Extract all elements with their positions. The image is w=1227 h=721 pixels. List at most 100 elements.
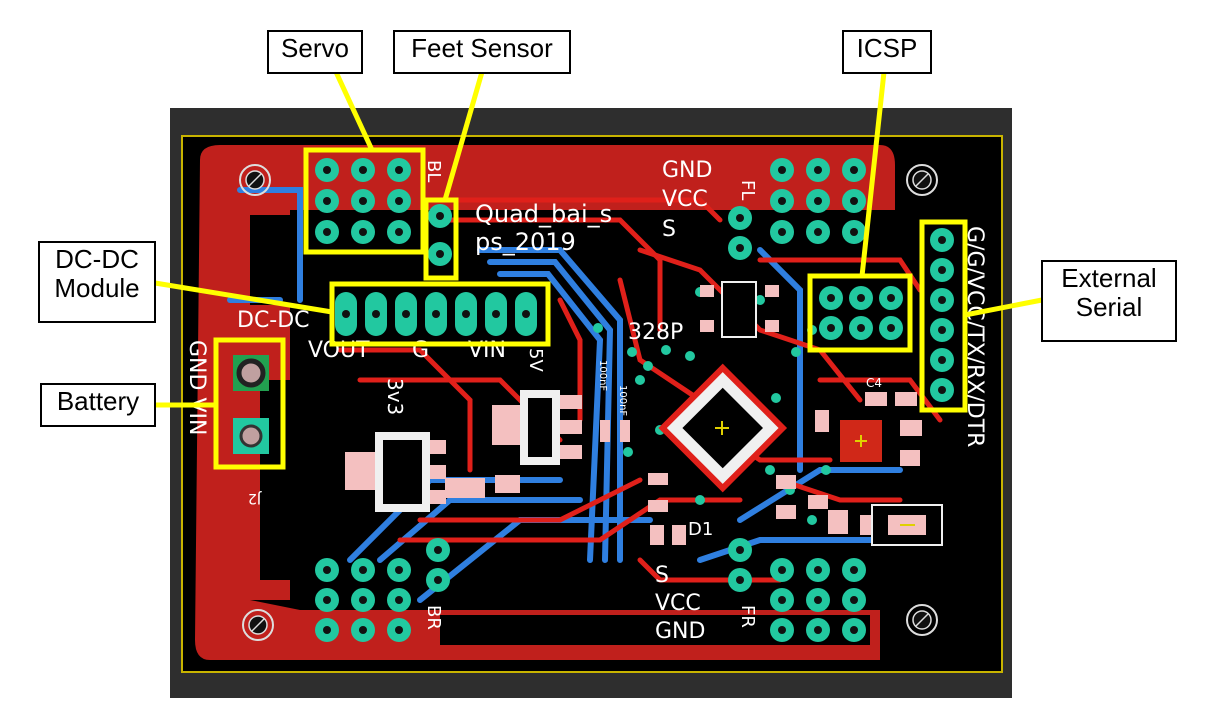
fl-header-pad — [806, 189, 830, 213]
feet-sensor-header-pad — [428, 242, 452, 266]
callout-icsp: ICSP — [842, 30, 932, 74]
servo-header-pad — [387, 158, 411, 182]
highlight-servo — [303, 147, 426, 255]
via — [593, 323, 603, 333]
silk-gnd-bottom: GND — [655, 619, 705, 644]
silk-5v: 5V — [525, 348, 546, 372]
silk-s-bottom: S — [655, 563, 669, 588]
icsp-header-pad — [879, 316, 903, 340]
via — [807, 515, 817, 525]
callout-icsp-text: ICSP — [856, 33, 918, 63]
via — [765, 465, 775, 475]
via — [791, 347, 801, 357]
fr-header-pad — [806, 558, 830, 582]
br-header-pad — [351, 558, 375, 582]
serial-header-pad — [930, 228, 954, 252]
callout-dcdc-line1: DC-DC — [55, 244, 139, 274]
bottom-traces — [227, 187, 903, 603]
silk-c1: 100nF — [597, 360, 608, 391]
silk-vcc-bottom: VCC — [655, 591, 701, 616]
silk-fl: FL — [737, 180, 758, 200]
fl-header-pad — [842, 220, 866, 244]
fr-header-pad — [770, 558, 794, 582]
callout-feet-sensor: Feet Sensor — [393, 30, 571, 74]
mounting-hole-bottom-right — [906, 604, 938, 636]
fr-header-pad — [806, 618, 830, 642]
icsp-header-pad — [849, 286, 873, 310]
fr-header-pad — [842, 618, 866, 642]
callout-battery-text: Battery — [56, 386, 140, 416]
fl-header-pad — [770, 189, 794, 213]
callout-servo: Servo — [267, 30, 363, 74]
silk-board-name-1: Quad_bai_s — [475, 200, 612, 228]
callout-servo-text: Servo — [281, 33, 349, 63]
fr-sensor-header-pad — [728, 568, 752, 592]
fl-header-pad — [806, 158, 830, 182]
icsp-header-pad — [879, 286, 903, 310]
silk-dcdc: DC-DC — [237, 308, 310, 333]
br-header-pad — [387, 618, 411, 642]
serial-header-pad — [930, 288, 954, 312]
servo-header-pad — [387, 220, 411, 244]
fr-header-pad — [842, 588, 866, 612]
servo-header-pad — [351, 189, 375, 213]
br-sensor-header-pad — [426, 538, 450, 562]
icsp-header-pad — [819, 286, 843, 310]
via — [643, 361, 653, 371]
silk-board-name-2: ps_2019 — [475, 228, 576, 256]
br-header-pad — [351, 588, 375, 612]
mounting-hole-bottom-left — [242, 609, 274, 641]
br-sensor-header-pad — [426, 568, 450, 592]
servo-header-pad — [315, 220, 339, 244]
dcdc-header-pad — [485, 292, 507, 336]
callout-dcdc-module: DC-DC Module — [38, 241, 156, 323]
fr-header-pad — [770, 588, 794, 612]
callout-external-line1: External — [1061, 263, 1157, 293]
br-header-pad — [351, 618, 375, 642]
silk-j2: J2 — [248, 490, 262, 506]
silk-c2: 100nF — [617, 385, 628, 416]
battery-connector — [233, 355, 269, 454]
silk-vcc-top: VCC — [662, 187, 708, 212]
dcdc-header-pad — [335, 292, 357, 336]
highlight-feet-sensor — [423, 197, 459, 281]
servo-header-pad — [315, 189, 339, 213]
serial-header-pad — [930, 378, 954, 402]
via — [821, 465, 831, 475]
reset-button — [871, 504, 943, 546]
via — [685, 351, 695, 361]
silk-gnd-vin: GND VIN — [184, 340, 209, 435]
servo-header-pad — [351, 158, 375, 182]
fr-sensor-header-pad — [728, 538, 752, 562]
dcdc-header-pad — [395, 292, 417, 336]
via — [635, 375, 645, 385]
silk-bl: BL — [423, 160, 444, 182]
mcu-chip — [658, 363, 788, 493]
via — [661, 345, 671, 355]
regulator-5v — [492, 390, 582, 465]
fr-header-pad — [770, 618, 794, 642]
feet-sensor-header-pad — [428, 204, 452, 228]
via — [755, 295, 765, 305]
silk-c4: C4 — [866, 376, 882, 390]
via — [695, 495, 705, 505]
dcdc-header-pad — [455, 292, 477, 336]
servo-header-pad — [351, 220, 375, 244]
fl-header-pad — [806, 220, 830, 244]
br-header-pad — [387, 588, 411, 612]
icsp-header-pad — [849, 316, 873, 340]
silk-d1: D1 — [688, 519, 713, 540]
br-header-pad — [387, 558, 411, 582]
fl-header-pad — [770, 158, 794, 182]
fr-header-pad — [842, 558, 866, 582]
br-header-pad — [315, 558, 339, 582]
callout-external-serial: External Serial — [1041, 260, 1177, 342]
callout-battery: Battery — [40, 383, 156, 427]
fl-header-pad — [770, 220, 794, 244]
servo-header-pad — [387, 189, 411, 213]
fr-header-pad — [806, 588, 830, 612]
icsp-header-pad — [819, 316, 843, 340]
pad-groups — [315, 158, 954, 642]
serial-header-pad — [930, 348, 954, 372]
